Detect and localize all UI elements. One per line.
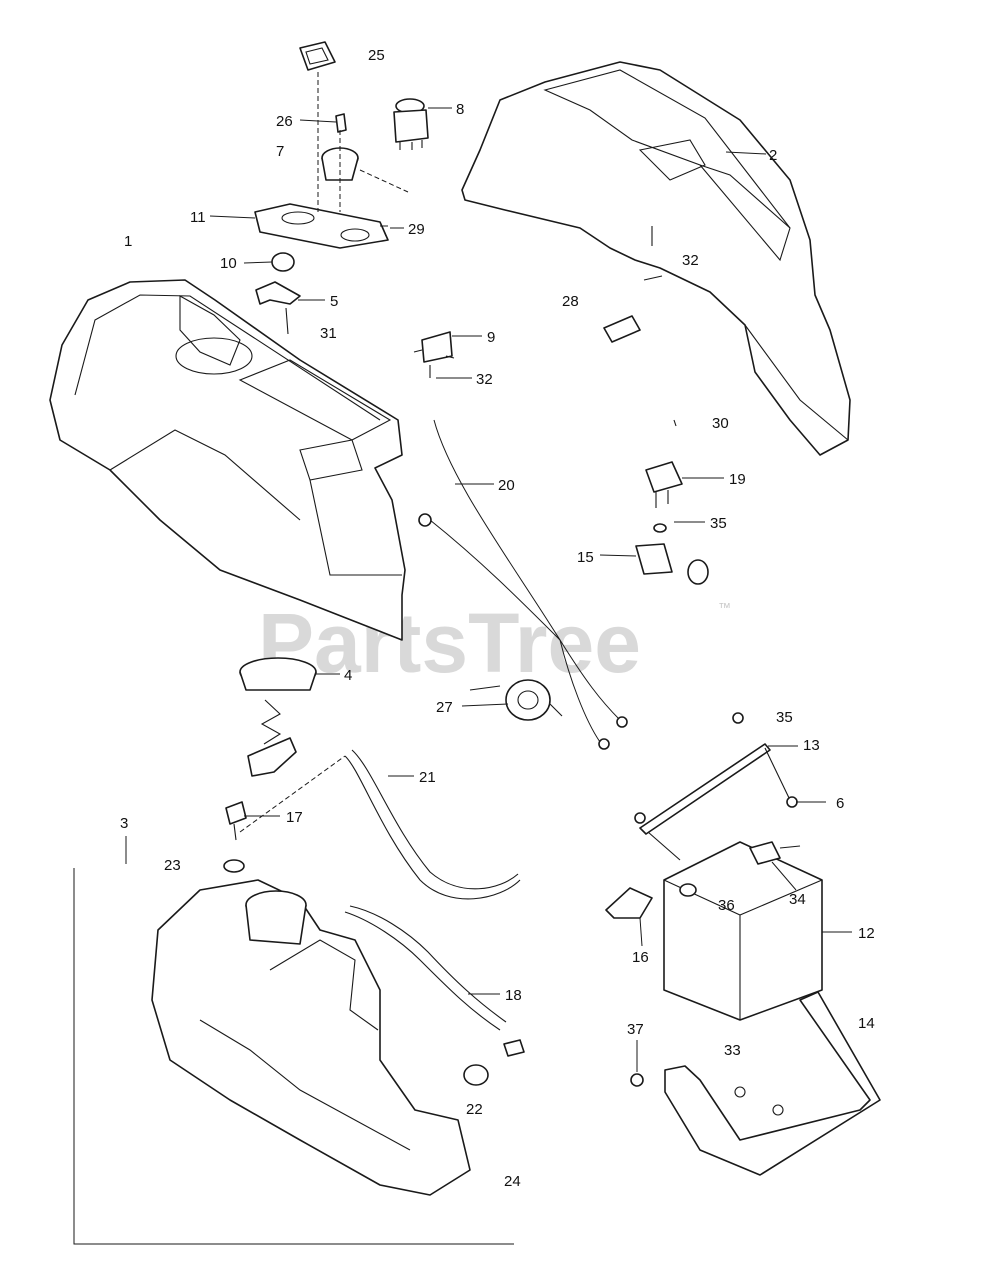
callout-14: 14 — [858, 1015, 875, 1032]
callout-31: 31 — [320, 325, 337, 342]
watermark-trademark: ™ — [718, 600, 731, 615]
ignition-switch-part[interactable] — [393, 98, 429, 150]
front-console-part[interactable] — [49, 279, 406, 641]
callout-22: 22 — [466, 1101, 483, 1118]
callout-1: 1 — [124, 233, 132, 250]
callout-7: 7 — [276, 143, 284, 160]
rear-console-part[interactable] — [461, 61, 851, 456]
hose-part[interactable] — [349, 905, 507, 1023]
callout-21: 21 — [419, 769, 436, 786]
light-switch-part[interactable] — [645, 461, 683, 508]
callout-4: 4 — [344, 667, 352, 684]
callout-29: 29 — [408, 221, 425, 238]
callout-26: 26 — [276, 113, 293, 130]
battery-part[interactable] — [663, 841, 823, 1021]
washer-part[interactable] — [223, 859, 245, 873]
fuel-cap-part[interactable] — [239, 657, 317, 777]
bulb-socket-part[interactable] — [635, 523, 709, 585]
bracket-part[interactable] — [255, 281, 301, 305]
nut-part[interactable] — [634, 812, 646, 824]
group-bracket-line — [73, 868, 514, 1245]
callout-17: 17 — [286, 809, 303, 826]
bolt-part[interactable] — [285, 307, 289, 335]
callout-18: 18 — [505, 987, 522, 1004]
callout-12: 12 — [858, 925, 875, 942]
washer-part[interactable] — [643, 226, 663, 281]
callout-24: 24 — [504, 1173, 521, 1190]
callout-28: 28 — [562, 293, 579, 310]
bushing-part[interactable] — [463, 1064, 489, 1086]
callout-27: 27 — [436, 699, 453, 716]
nut-part[interactable] — [630, 1073, 644, 1087]
callout-3: 3 — [120, 815, 128, 832]
callout-34: 34 — [789, 891, 806, 908]
callout-11: 11 — [190, 209, 206, 226]
safety-switch-part[interactable] — [603, 315, 641, 343]
battery-hold-down-part[interactable] — [639, 743, 798, 861]
callout-10: 10 — [220, 255, 237, 272]
callout-36: 36 — [718, 897, 735, 914]
nut-part[interactable] — [732, 712, 744, 724]
callout-35a: 35 — [776, 709, 793, 726]
callout-30: 30 — [712, 415, 729, 432]
battery-tray-part[interactable] — [664, 991, 881, 1176]
fuel-valve-part[interactable] — [225, 801, 247, 841]
callout-19: 19 — [729, 471, 746, 488]
fitting-part[interactable] — [503, 1039, 525, 1057]
screw-part[interactable] — [380, 225, 388, 237]
hose-part[interactable] — [344, 911, 501, 1031]
fuel-line-part[interactable] — [344, 749, 521, 900]
callout-labels: 1 2 3 4 5 6 7 8 9 10 11 12 13 14 15 16 1… — [120, 47, 875, 1190]
callout-15: 15 — [577, 549, 594, 566]
grommet-part[interactable] — [469, 679, 563, 721]
callout-23: 23 — [164, 857, 181, 874]
assembly-line — [359, 169, 409, 193]
terminal-boot-part[interactable] — [605, 887, 653, 919]
bulb-part[interactable] — [673, 419, 677, 427]
callout-37: 37 — [627, 1021, 644, 1038]
knob-part[interactable] — [321, 147, 359, 181]
callout-32a: 32 — [682, 252, 699, 269]
assembly-line — [239, 755, 346, 833]
callout-16: 16 — [632, 949, 649, 966]
fuel-tank-part[interactable] — [151, 879, 471, 1196]
callout-20: 20 — [498, 477, 515, 494]
switch-top-part[interactable] — [299, 41, 336, 71]
callout-33: 33 — [724, 1042, 741, 1059]
leader-lines — [209, 107, 852, 1072]
clip-part[interactable] — [335, 113, 347, 133]
callout-9: 9 — [487, 329, 495, 346]
connector-part[interactable] — [413, 331, 455, 378]
callout-2: 2 — [769, 147, 777, 164]
cap-part[interactable] — [271, 252, 295, 272]
wire-harness-part[interactable] — [418, 419, 628, 750]
callout-13: 13 — [803, 737, 820, 754]
callout-8: 8 — [456, 101, 464, 118]
callout-32b: 32 — [476, 371, 493, 388]
callout-25: 25 — [368, 47, 385, 64]
control-panel-part[interactable] — [254, 203, 389, 249]
callout-35b: 35 — [710, 515, 727, 532]
callout-5: 5 — [330, 293, 338, 310]
callout-6: 6 — [836, 795, 844, 812]
